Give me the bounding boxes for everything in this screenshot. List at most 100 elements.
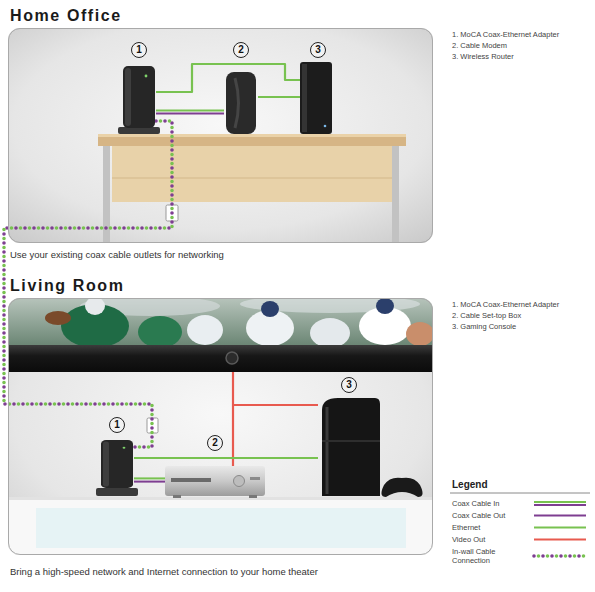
device-box: 2 [165, 466, 265, 498]
caption-text: Bring a high-speed network and Internet … [10, 566, 318, 577]
legend-rule [450, 493, 590, 494]
art-part [249, 495, 257, 498]
art-part [123, 447, 126, 449]
cable-connector [156, 110, 224, 113]
heading-holder: Living Room [10, 277, 124, 295]
art-part [233, 372, 318, 466]
art-part [8, 497, 433, 500]
legend-sample [531, 511, 589, 520]
part-list-item: 2. Cable Set-top Box [452, 310, 521, 321]
part-list-item: 2. Cable Modem [452, 40, 507, 51]
art-part [406, 322, 433, 346]
heading-holder: Home Office [10, 7, 122, 25]
art-part [165, 466, 265, 496]
cable-line [534, 504, 586, 506]
callout-holder: 2 [233, 42, 249, 58]
room-heading: Home Office [10, 7, 122, 25]
legend-text: Video Out [452, 535, 528, 544]
callout-holder: 2 [207, 435, 223, 451]
device-box: 1 [122, 66, 156, 128]
callout-number: 1 [131, 42, 147, 58]
art-part [112, 178, 392, 179]
callout-number: 1 [109, 417, 125, 433]
label-holder: Legend [452, 479, 488, 490]
art-part [392, 146, 399, 243]
art-part [322, 398, 380, 496]
legend-text: In-wall Cable Connection [452, 547, 528, 565]
cable-connector [258, 97, 300, 98]
art-part [322, 440, 380, 442]
art-part [326, 407, 329, 494]
art-part [8, 345, 433, 372]
label-holder: Bring a high-speed network and Internet … [10, 566, 318, 577]
callout-holder: 1 [131, 42, 147, 58]
legend-row: Coax Cable Out [452, 511, 528, 520]
legend-sample [531, 535, 589, 544]
adapter-device [100, 440, 134, 488]
art-part [173, 495, 181, 498]
art-part [300, 62, 332, 134]
cable-connector [134, 458, 318, 459]
legend-text: Coax Cable Out [452, 511, 528, 520]
art-part [85, 298, 105, 315]
art-part [123, 66, 155, 128]
art-part [145, 75, 148, 78]
art-part [36, 508, 406, 548]
cable-line [534, 526, 586, 528]
art-part [118, 127, 160, 134]
art-part [302, 64, 307, 132]
legend-row: Video Out [452, 535, 528, 544]
callout-number: 2 [233, 42, 249, 58]
art-part [101, 440, 133, 488]
legend-row: Ethernet [452, 523, 528, 532]
art-part [376, 298, 394, 314]
cable-connector [134, 478, 165, 481]
legend-row: Coax Cable In [452, 499, 528, 508]
callout-number: 2 [207, 435, 223, 451]
callout-holder: 1 [109, 417, 125, 433]
art-part [98, 134, 406, 146]
cable-line [258, 96, 300, 98]
art-part [187, 315, 223, 345]
legend-row: In-wall Cable Connection [452, 547, 528, 565]
cable-line [534, 554, 586, 558]
label-holder: Use your existing coax cable outlets for… [10, 249, 224, 260]
art-part [234, 476, 245, 487]
art-part [381, 478, 422, 497]
router-device [300, 62, 332, 134]
cable-connector [4, 121, 172, 447]
legend-sample [531, 499, 589, 508]
label-holder: 1. MoCA Coax-Ethernet Adapter [452, 299, 559, 310]
art-part [250, 477, 260, 480]
device-box: 1 [100, 440, 134, 488]
label-holder: 3. Gaming Console [452, 321, 516, 332]
legend-heading: Legend [452, 479, 488, 490]
home-office-scene [8, 28, 433, 243]
callout-number: 3 [310, 42, 326, 58]
part-list-item: 3. Wireless Router [452, 51, 514, 62]
legend-text: Coax Cable In [452, 499, 528, 508]
label-holder: 1. MoCA Coax-Ethernet Adapter [452, 29, 559, 40]
callout-holder: 3 [310, 42, 326, 58]
cable-line [134, 481, 165, 483]
cable-line [134, 457, 318, 459]
cable-line [534, 554, 586, 558]
art-part [8, 28, 433, 243]
cable-line [134, 477, 165, 479]
caption-text: Use your existing coax cable outlets for… [10, 249, 224, 260]
adapter-device [122, 66, 156, 128]
legend-sample [531, 547, 589, 565]
part-list-item: 3. Gaming Console [452, 321, 516, 332]
legend-text: Ethernet [452, 523, 528, 532]
room-panel: Living Room123 [8, 298, 433, 555]
label-holder: 2. Cable Set-top Box [452, 310, 521, 321]
art-part [98, 134, 406, 137]
cable-line [534, 514, 586, 516]
art-part [96, 488, 138, 496]
set-top-device [165, 466, 265, 498]
art-part [8, 497, 433, 555]
console-device [318, 398, 380, 496]
part-list-item: 1. MoCA Coax-Ethernet Adapter [452, 299, 559, 310]
